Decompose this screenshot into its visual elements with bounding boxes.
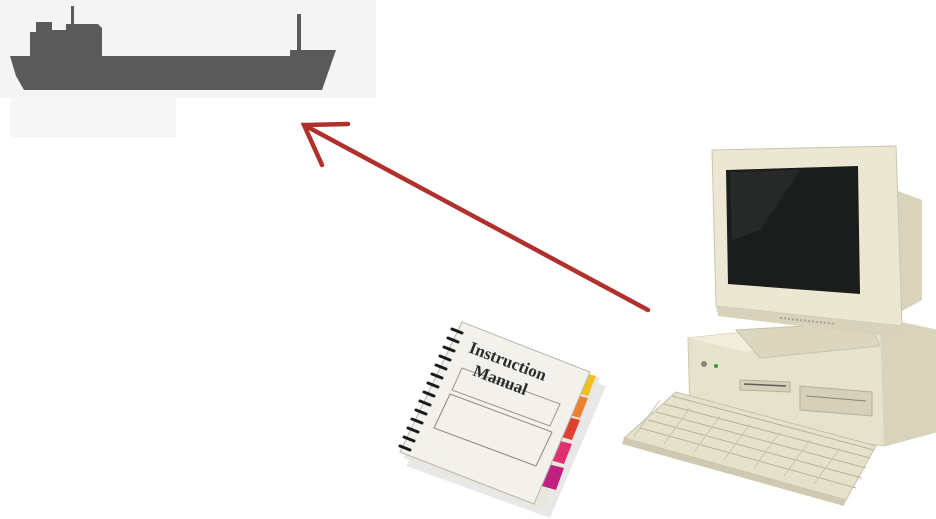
desktop-computer-icon	[622, 146, 936, 506]
spiral-manual-icon: Instruction Manual	[400, 322, 606, 518]
arrow-icon	[304, 124, 648, 310]
arrow-shaft	[304, 125, 648, 310]
ship-backdrop-lower	[10, 98, 176, 138]
ship-hull	[10, 50, 336, 90]
ship-icon	[0, 0, 376, 138]
monitor	[712, 146, 922, 338]
